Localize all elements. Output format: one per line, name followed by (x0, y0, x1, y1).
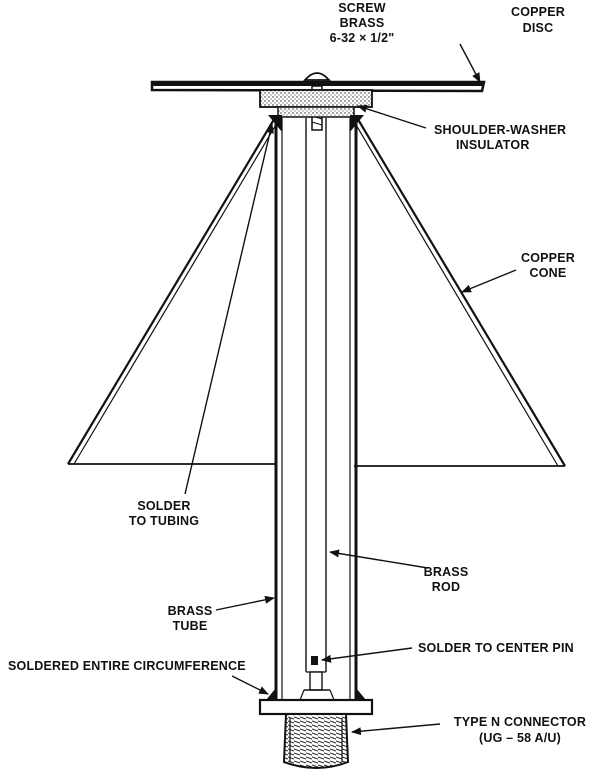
label-solder-pin: SOLDER TO CENTER PIN (418, 641, 574, 655)
label-screw-line1: SCREW (338, 1, 386, 15)
arrow-solder-tubing (184, 123, 274, 495)
center-pin (299, 671, 335, 701)
arrow-brass-rod (329, 549, 429, 569)
label-cone-line2: CONE (530, 266, 567, 280)
label-screw-line3: 6-32 × 1/2" (330, 31, 395, 45)
label-copper-disc: COPPER DISC (511, 5, 565, 35)
arrow-copper-disc (459, 43, 481, 83)
copper-cone (67, 115, 566, 467)
label-insulator: SHOULDER-WASHER INSULATOR (434, 123, 566, 152)
label-solder-tubing-line1: SOLDER (137, 499, 190, 513)
label-brass-rod-line2: ROD (432, 580, 460, 594)
label-soldered-circumference: SOLDERED ENTIRE CIRCUMFERENCE (8, 659, 246, 673)
label-connector: TYPE N CONNECTOR (UG – 58 A/U) (454, 715, 586, 745)
brass-tube (274, 116, 358, 700)
arrow-brass-tube (215, 595, 275, 611)
shoulder-washer-insulator (259, 89, 373, 118)
arrow-insulator (357, 104, 427, 129)
brass-rod (305, 118, 327, 673)
label-brass-tube: BRASS TUBE (168, 604, 213, 633)
label-solder-tubing: SOLDER TO TUBING (129, 499, 199, 528)
label-brass-rod: BRASS ROD (424, 565, 469, 594)
label-connector-line1: TYPE N CONNECTOR (454, 715, 586, 729)
label-connector-line2: (UG – 58 A/U) (479, 731, 561, 745)
arrow-connector (351, 723, 441, 736)
arrow-cone (461, 269, 517, 293)
label-brass-tube-line2: TUBE (173, 619, 208, 633)
base-solder-left (266, 688, 276, 700)
copper-disc (150, 80, 486, 93)
label-screw-line2: BRASS (340, 16, 385, 30)
label-insulator-line2: INSULATOR (456, 138, 530, 152)
label-cone-line1: COPPER (521, 251, 575, 265)
type-n-connector (258, 698, 374, 769)
base-solder-right (356, 688, 366, 700)
arrow-solder-pin (321, 647, 413, 663)
arrow-soldered-circumference (231, 675, 269, 695)
label-brass-tube-line1: BRASS (168, 604, 213, 618)
label-screw: SCREW BRASS 6-32 × 1/2" (330, 1, 395, 45)
label-brass-rod-line1: BRASS (424, 565, 469, 579)
label-insulator-line1: SHOULDER-WASHER (434, 123, 566, 137)
label-solder-tubing-line2: TO TUBING (129, 514, 199, 528)
label-copper-disc-line1: COPPER (511, 5, 565, 19)
label-cone: COPPER CONE (521, 251, 575, 280)
label-copper-disc-line2: DISC (523, 21, 554, 35)
